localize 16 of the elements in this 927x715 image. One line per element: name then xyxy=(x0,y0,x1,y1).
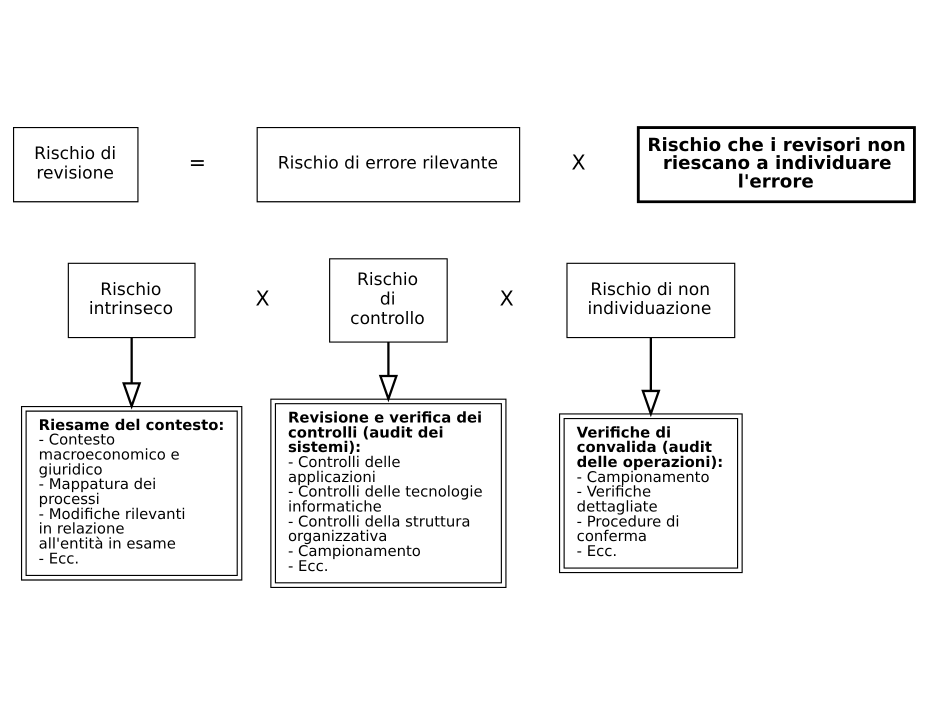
node-box: Rischio di errore rilevante xyxy=(256,127,520,202)
node-box: Verifiche di convalida (audit delle operazioni): - Campionamento - Verifiche dettagliate - Procedure di conferma - Ecc. xyxy=(558,413,742,574)
node-box: Rischio di non individuazione xyxy=(566,262,735,338)
node-box: Rischio di controllo xyxy=(328,258,448,343)
node-box: Revisione e verifica dei controlli (audit dei sistemi): - Controlli delle applicazioni - Controlli delle tecnologie informatiche - Controlli della struttura organizzativa - Campionamento - Ecc. xyxy=(270,398,506,588)
node-box: Rischio che i revisori non riescano a individuare l'errore xyxy=(636,126,916,204)
node-box: Riesame del contesto: - Contesto macroeconomico e giuridico - Mappatura dei processi - Modifiche rilevanti in relazione all'entità in esame - Ecc. xyxy=(20,406,242,581)
arrow xyxy=(378,342,398,402)
node-box: Rischio di revisione xyxy=(12,127,138,202)
arrow xyxy=(122,338,141,410)
arrow xyxy=(640,338,660,418)
label: X xyxy=(254,286,270,310)
label: X xyxy=(499,286,514,310)
node-box: Rischio intrinseco xyxy=(67,262,196,338)
label: X xyxy=(571,150,586,175)
label: = xyxy=(188,150,206,175)
